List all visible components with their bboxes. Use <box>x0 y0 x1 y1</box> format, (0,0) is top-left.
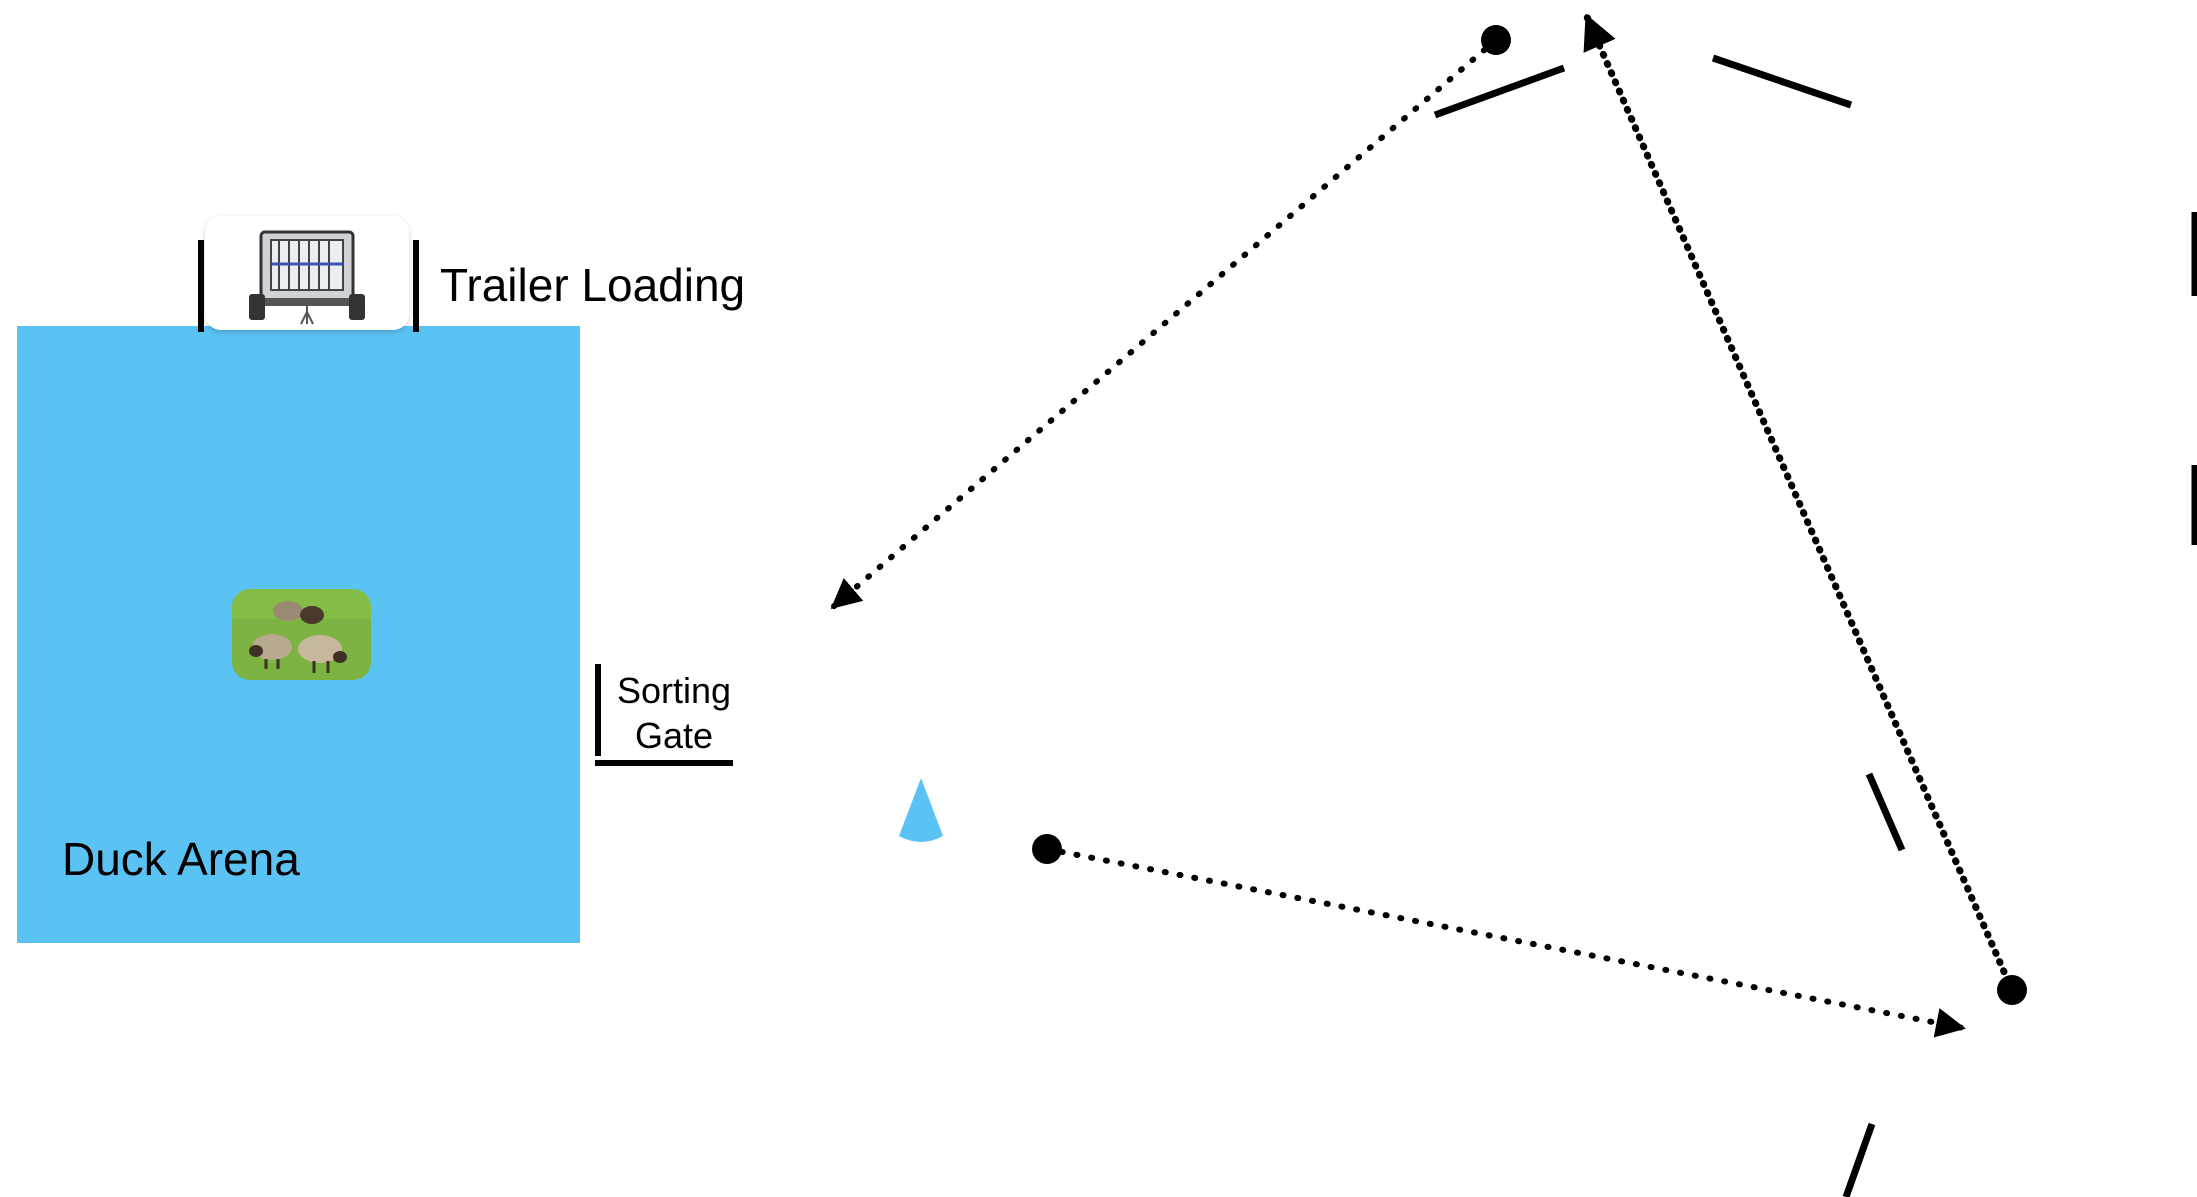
sheep-photo-icon <box>232 589 371 680</box>
course-arrow-bottom <box>1044 846 1966 1038</box>
livestock-trailer-icon <box>205 216 409 330</box>
course-marker-top <box>1481 25 1511 55</box>
trailer-loading-label: Trailer Loading <box>440 259 746 311</box>
course-arrow-top <box>830 37 1499 610</box>
arena-label: Duck Arena <box>62 833 300 885</box>
obstacle-right-middle <box>1865 772 1906 852</box>
field-cone-icon <box>896 778 946 848</box>
course-arrow-right <box>1583 13 2016 994</box>
obstacle-top-right <box>1711 54 1853 109</box>
obstacle-top-left <box>1433 64 1566 119</box>
course-marker-right <box>1997 975 2027 1005</box>
course-marker-start <box>1032 834 1062 864</box>
sorting-gate-label-line1: Sorting <box>616 670 732 711</box>
obstacle-bottom <box>1842 1122 1876 1197</box>
sorting-gate-label: Sorting Gate <box>604 668 744 758</box>
sorting-gate-label-line2: Gate <box>634 715 714 756</box>
